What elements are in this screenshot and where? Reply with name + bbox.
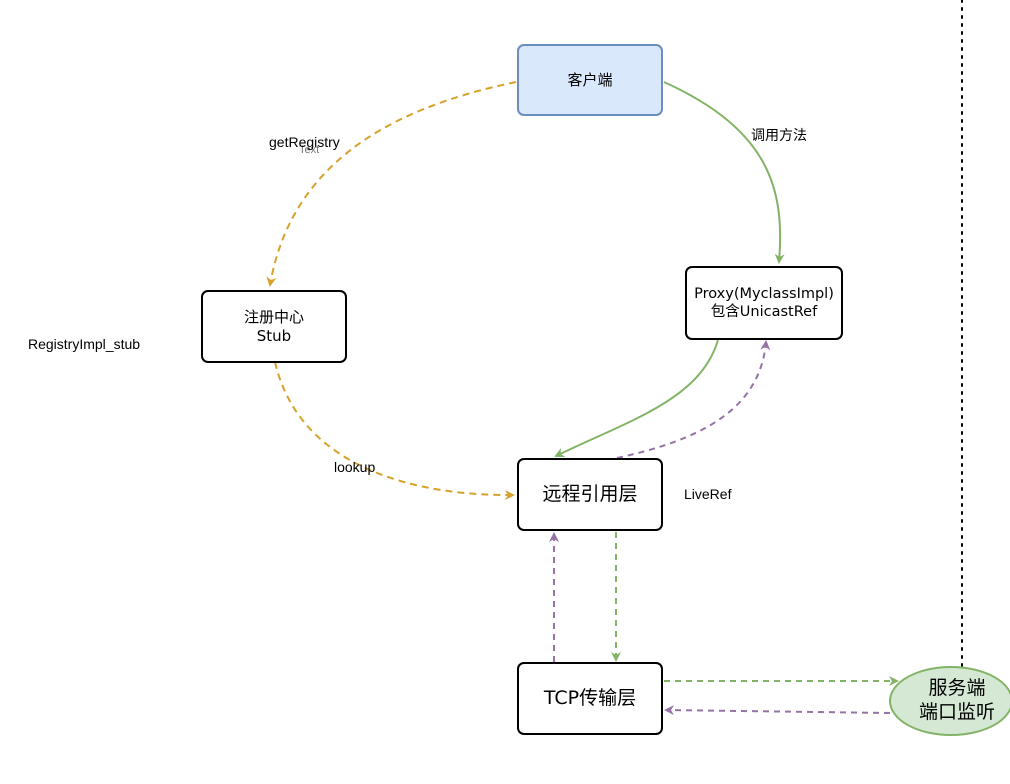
edge-lookup: [274, 361, 515, 501]
remote-ref-node: 远程引用层: [517, 458, 663, 531]
edge-ref-to-proxy: [616, 340, 771, 459]
edge-call-method: [663, 81, 785, 264]
registry-label-line1: 注册中心: [243, 307, 304, 326]
call-method-label: 调用方法: [751, 127, 807, 143]
edge-proxy-to-ref: [554, 339, 719, 457]
server-label-line2: 端口监听: [919, 701, 996, 723]
tcp-label: TCP传输层: [543, 686, 637, 709]
registry-node: 注册中心 Stub: [201, 290, 347, 363]
client-label: 客户端: [567, 70, 613, 89]
tcp-node: TCP传输层: [517, 662, 663, 735]
server-node: 服务端 端口监听: [889, 666, 1010, 736]
live-ref-label: LiveRef: [684, 486, 732, 502]
get-registry-ghost-label: Text: [299, 144, 320, 156]
get-registry-label: getRegistry: [269, 134, 340, 150]
registry-label-line2: Stub: [256, 326, 292, 345]
remote-ref-label: 远程引用层: [542, 482, 638, 505]
proxy-label-line2: 包含UnicastRef: [710, 304, 818, 320]
registry-impl-label: RegistryImpl_stub: [28, 336, 141, 352]
client-node: 客户端: [517, 44, 663, 116]
server-label-line1: 服务端: [928, 677, 986, 700]
edge-server-to-tcp: [664, 705, 891, 716]
lookup-label: lookup: [334, 459, 376, 475]
edge-get-registry: [266, 81, 517, 287]
proxy-label-line1: Proxy(MyclassImpl): [694, 285, 834, 302]
proxy-node: Proxy(MyclassImpl) 包含UnicastRef: [685, 266, 843, 340]
